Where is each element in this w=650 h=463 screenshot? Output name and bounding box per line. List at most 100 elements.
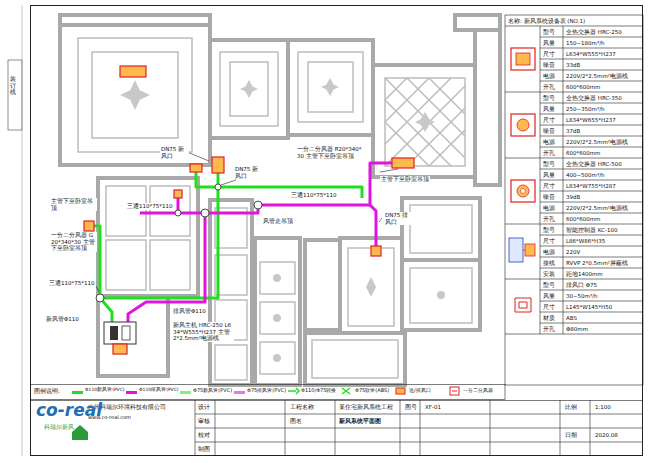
table-cell: 电源 <box>543 73 555 80</box>
tee-joint <box>96 184 262 302</box>
table-cell: 开孔 <box>543 84 555 91</box>
callout-label: 三通110*75*110 <box>290 192 338 199</box>
table-cell: 型号 <box>543 95 555 102</box>
title-block-text: 2020.08 <box>595 432 618 439</box>
leader-line <box>96 152 398 292</box>
table-cell: 220V <box>566 249 580 256</box>
equipment-icon <box>509 48 535 312</box>
table-cell: 39dB <box>566 194 580 201</box>
legend-text: Φ75排风管(PVC) <box>247 387 286 393</box>
table-cell: 排风口 Φ75 <box>566 282 597 289</box>
callout-label: 主管下至卧室吊顶 <box>380 176 430 183</box>
table-cell: 开孔 <box>543 326 555 333</box>
table-cell: 开孔 <box>543 150 555 157</box>
walls <box>60 15 500 385</box>
legend-symbol <box>288 387 459 395</box>
title-block-text: 制图 <box>198 446 210 453</box>
title-block-text: 图号 <box>405 404 417 411</box>
ceiling-ornament <box>120 78 445 362</box>
table-cell: 33dB <box>566 62 580 69</box>
table-cell: 220V/2*2.5mm²电源线 <box>566 139 628 146</box>
logo-subtitle: 科瑞尔新风 <box>44 423 74 430</box>
legend-item: Φ75软管(ABS) <box>342 387 395 397</box>
title-block-text: XF-01 <box>425 404 441 411</box>
legend-text: Φ75软管(ABS) <box>355 387 389 393</box>
table-cell: 型号 <box>543 282 555 289</box>
legend-text: Φ110/Φ75转换 <box>301 387 336 393</box>
callout-label: 三通110*75*110 <box>48 280 96 287</box>
legend-item: Φ75排风管(PVC) <box>234 387 287 397</box>
table-cell: 电源 <box>543 139 555 146</box>
drawing-frame <box>31 6 643 456</box>
table-cell: 智能控制器 KC-100 <box>566 227 617 234</box>
legend-swatch <box>72 391 83 394</box>
table-cell: 噪音 <box>543 62 555 69</box>
table-cell: 噪音 <box>543 194 555 201</box>
table-cell: 37dB <box>566 128 580 135</box>
table-cell: 安装 <box>543 271 555 278</box>
table-cell: 600*600mm <box>566 216 600 223</box>
legend-item: Φ75新风管(PVC) <box>180 387 233 397</box>
callout-label: DN75 新风口 <box>160 146 189 159</box>
table-cell: 型号 <box>543 161 555 168</box>
table-cell: L834*W655*H237 <box>566 117 616 124</box>
table-cell: 电源 <box>543 249 555 256</box>
table-cell: 150~180m³/h <box>566 40 605 47</box>
table-cell: 400~500m³/h <box>566 172 605 179</box>
table-cell: 600*600mm <box>566 84 600 91</box>
table-cell: 开孔 <box>543 216 555 223</box>
legend-text: 送/排风口 <box>409 387 431 393</box>
table-cell: 风量 <box>543 40 555 47</box>
table-cell: 尺寸 <box>543 238 555 245</box>
callout-label: 一分二分风器 G20*340*30 主管下至卧室吊顶 <box>50 232 97 252</box>
air-vent <box>84 66 414 256</box>
legend-item: Φ110/Φ75转换 <box>288 387 341 397</box>
table-cell: 型号 <box>543 29 555 36</box>
table-cell: RVVP 2*0.5mm²屏蔽线 <box>566 260 628 267</box>
title-block-text: 图名 <box>290 418 302 425</box>
binding-label: 装订线 <box>10 76 16 96</box>
legend-swatch <box>234 391 245 394</box>
callout-label: 风管走吊顶 <box>262 218 294 225</box>
legend-item: 送/排风口 <box>396 387 449 397</box>
legend-text: Φ75新风管(PVC) <box>193 387 232 393</box>
legend-item: 一分二分风器 <box>450 387 503 397</box>
legend-frame <box>31 385 506 400</box>
table-cell: L86*W86*H35 <box>566 238 605 245</box>
table-cell: 材质 <box>543 315 555 322</box>
table-cell: L834*W755*H287 <box>566 183 616 190</box>
table-cell: L145*W145*H50 <box>566 304 612 311</box>
table-header: 名称: 新风系统设备表 (NO.1) <box>508 18 585 25</box>
exhaust-pipe <box>128 163 392 322</box>
table-cell: ABS <box>566 315 577 322</box>
callout-label: DN75 新风口 <box>234 166 263 179</box>
title-block-text: 1:100 <box>595 404 611 411</box>
title-block-text: 设计 <box>198 404 210 411</box>
legend-item: Φ110排风管(PVC) <box>126 387 179 397</box>
legend-title: 图例说明: <box>34 388 60 395</box>
ventilation-unit <box>104 322 136 354</box>
table-cell: L634*W555*H237 <box>566 51 616 58</box>
table-cell: 600*600mm <box>566 150 600 157</box>
title-block-text: 工程名称 <box>290 404 314 411</box>
table-cell: 噪音 <box>543 128 555 135</box>
equipment-table <box>505 15 643 385</box>
title-block <box>30 400 643 456</box>
table-cell: 尺寸 <box>543 183 555 190</box>
callout-label: DN75 排风口 <box>384 212 413 225</box>
title-block-text: 日期 <box>565 432 577 439</box>
legend-swatch <box>126 391 137 394</box>
table-cell: 风量 <box>543 293 555 300</box>
title-block-text: 比例 <box>565 404 577 411</box>
legend-swatch <box>180 391 191 394</box>
company-logo: co-real <box>36 400 102 420</box>
callout-label: 三通110*75*110 <box>126 203 174 210</box>
callout-label: 新风管Φ110 <box>45 316 80 323</box>
legend-text: Φ110新风管(PVC) <box>85 387 125 392</box>
table-cell: 风量 <box>543 172 555 179</box>
legend-text: Φ110排风管(PVC) <box>139 387 179 392</box>
table-cell: 全热交换器 HRC-350 <box>566 95 622 102</box>
callout-label: 一分二分风器 R20*340*30 主管下至卧室吊顶 <box>296 146 364 159</box>
table-cell: 接线 <box>543 260 555 267</box>
table-cell: 250~350m³/h <box>566 106 605 113</box>
